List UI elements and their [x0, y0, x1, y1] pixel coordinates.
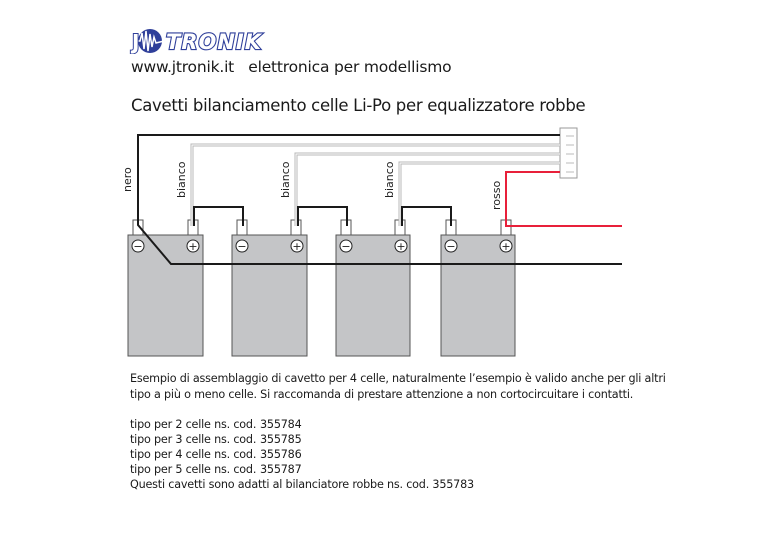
cell-1 — [127, 234, 204, 357]
plus-icon: + — [501, 240, 510, 253]
wire-label-bianco: bianco — [175, 161, 188, 198]
plus-icon: + — [292, 240, 301, 253]
minus-icon: − — [446, 240, 455, 253]
code-row: tipo per 2 celle ns. cod.355784 — [130, 418, 302, 431]
red-wire — [505, 171, 622, 227]
white-wire-1 — [190, 143, 560, 226]
site-line: www.jtronik.it elettronica per modellism… — [131, 58, 452, 76]
wire-label-nero: nero — [121, 167, 134, 192]
code-row: tipo per 5 celle ns. cod.355787 — [130, 463, 302, 476]
white-wire-2 — [294, 152, 560, 226]
footer-note: Questi cavetti sono adatti al bilanciato… — [130, 478, 474, 491]
jumper — [401, 206, 452, 226]
wire-label-bianco: bianco — [383, 161, 396, 198]
wire-label-bianco: bianco — [279, 161, 292, 198]
minus-icon: − — [237, 240, 246, 253]
plus-icon: + — [188, 240, 197, 253]
website-link[interactable]: www.jtronik.it — [131, 58, 235, 76]
description-line-1: Esempio di assemblaggio di cavetto per 4… — [130, 372, 666, 385]
cell-3 — [335, 234, 411, 357]
code-row: tipo per 4 celle ns. cod.355786 — [130, 448, 302, 461]
code-row: tipo per 3 celle ns. cod.355785 — [130, 433, 302, 446]
wire-label-rosso: rosso — [490, 181, 503, 210]
minus-icon: − — [341, 240, 350, 253]
wiring-diagram: − + − + − + − + nero bianco bianco bianc… — [121, 127, 622, 357]
black-balance-wire — [137, 134, 622, 265]
cell-2 — [231, 234, 308, 357]
jumper — [297, 206, 348, 226]
cell-4 — [440, 234, 516, 357]
jumper — [193, 206, 244, 226]
plus-icon: + — [396, 240, 405, 253]
svg-text:TRONIK: TRONIK — [166, 30, 263, 54]
jtronik-logo: J TRONIK — [129, 29, 263, 54]
description-line-2: tipo a più o meno celle. Si raccomanda d… — [130, 388, 634, 401]
tagline: elettronica per modellismo — [248, 58, 452, 76]
page-title: Cavetti bilanciamento celle Li-Po per eq… — [131, 96, 586, 115]
svg-text:J: J — [130, 30, 139, 54]
minus-icon: − — [133, 240, 142, 253]
